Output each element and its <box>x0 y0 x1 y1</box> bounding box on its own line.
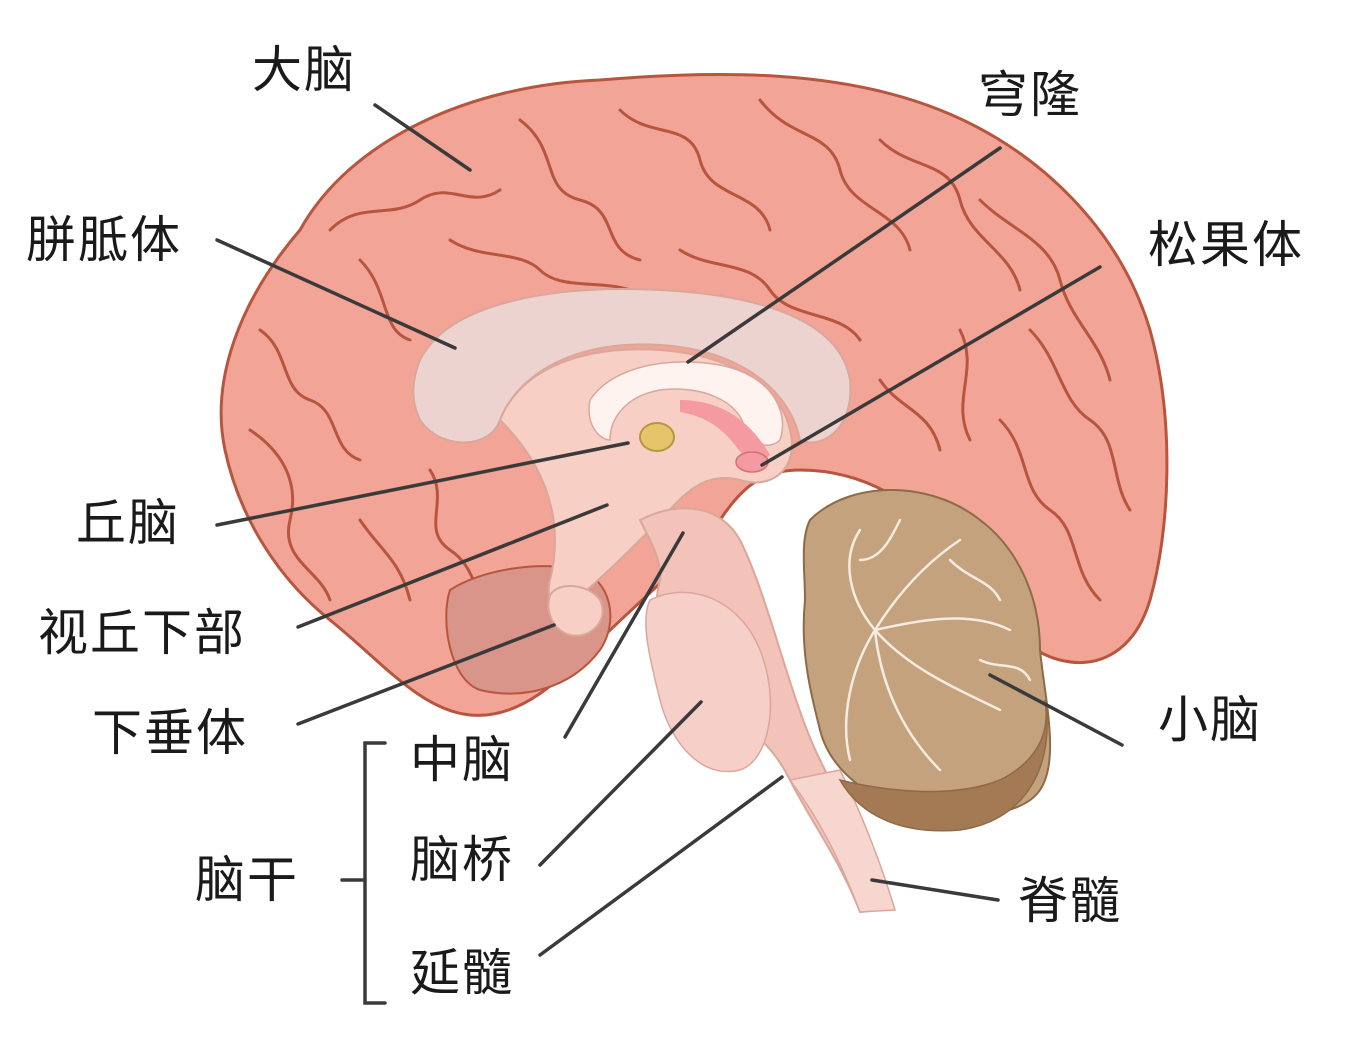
leader-pituitary <box>296 623 556 726</box>
pituitary-shape <box>547 584 604 637</box>
brainstem-bracket <box>363 741 387 1005</box>
label-spinal-cord: 脊髓 <box>1018 872 1122 930</box>
leader-pons <box>538 700 703 867</box>
label-corpus-callosum: 胼胝体 <box>26 211 182 269</box>
label-pineal-body: 松果体 <box>1148 216 1304 274</box>
leader-spinal-cord <box>870 878 1000 902</box>
leader-fornix <box>686 146 1002 364</box>
label-hypothalamus: 视丘下部 <box>38 604 246 662</box>
label-thalamus: 丘脑 <box>76 494 180 552</box>
pineal-stripe <box>680 400 770 461</box>
cerebellum-lower-lobe <box>838 699 1048 832</box>
leader-medulla <box>538 775 784 957</box>
leader-lines <box>215 103 1124 1005</box>
cerebellum-folia <box>844 518 1032 772</box>
label-fornix: 穹隆 <box>978 66 1082 124</box>
leader-midbrain <box>563 531 685 739</box>
cerebellum-shape <box>802 489 1052 817</box>
pineal-body-shape <box>735 451 769 473</box>
leader-corpus-callosum <box>215 238 457 350</box>
leader-cerebrum <box>373 103 472 172</box>
label-brainstem: 脑干 <box>195 851 299 909</box>
thalamus-dot <box>639 422 675 452</box>
leader-pineal-body <box>760 265 1102 467</box>
label-pons: 脑桥 <box>410 831 514 889</box>
label-midbrain: 中脑 <box>410 731 514 789</box>
spinal-cord-shape <box>788 769 896 913</box>
label-cerebrum: 大脑 <box>252 41 356 99</box>
leader-thalamus <box>215 441 630 527</box>
label-cerebellum: 小脑 <box>1158 691 1262 749</box>
leader-cerebellum <box>988 673 1124 747</box>
label-medulla: 延髓 <box>410 944 514 1002</box>
sulci-lines <box>248 98 1132 612</box>
label-pituitary: 下垂体 <box>92 704 248 762</box>
leader-hypothalamus <box>296 503 609 629</box>
